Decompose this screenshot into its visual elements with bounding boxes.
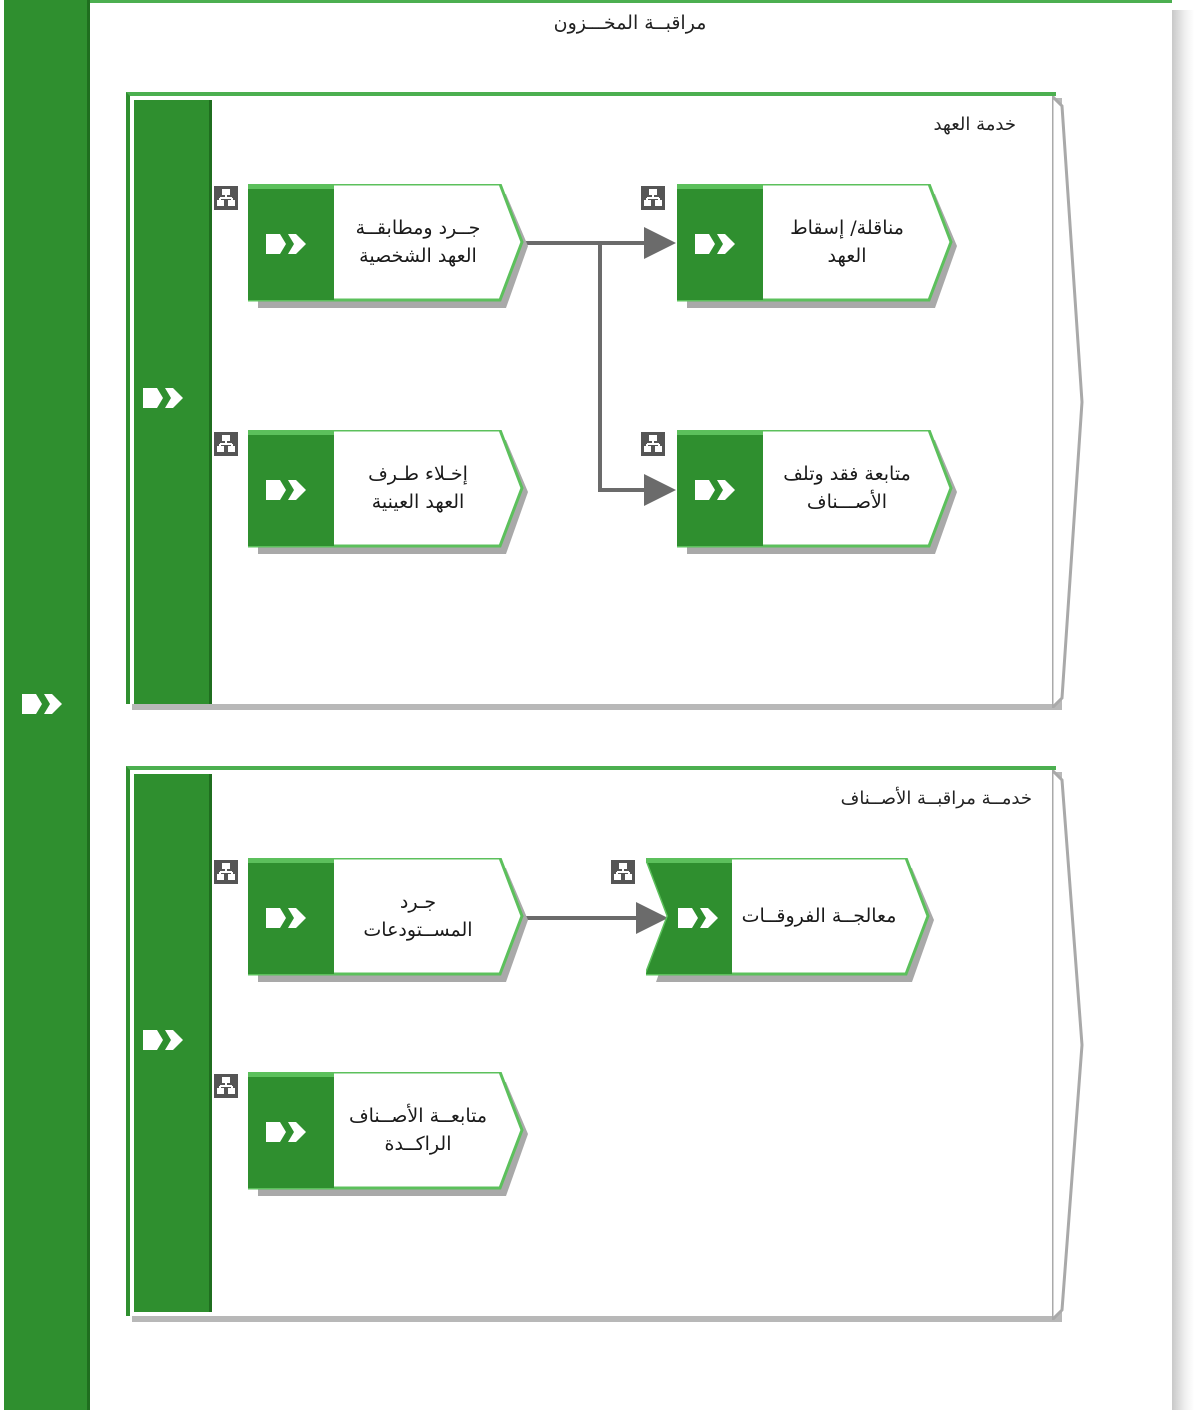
- process-box-shape: [677, 184, 957, 308]
- outer-shadow: [1172, 10, 1194, 1410]
- org-chart-icon[interactable]: [611, 860, 635, 884]
- org-chart-icon[interactable]: [214, 1074, 238, 1098]
- org-chart-icon[interactable]: [214, 186, 238, 210]
- org-chart-icon[interactable]: [641, 186, 665, 210]
- double-chevron-icon: [266, 480, 308, 504]
- process-box-shape: [646, 858, 934, 982]
- process-label: جـرد المســتودعات: [363, 891, 473, 941]
- process-label: متابعة فقد وتلف الأصـــناف: [783, 463, 911, 513]
- group-chevron-icon: [143, 388, 185, 412]
- process-box[interactable]: مناقلة/ إسقاط العهد: [677, 184, 959, 308]
- group-title: خدمة العهد: [933, 114, 1016, 135]
- process-box[interactable]: إخـلاء طـرف العهد العينية: [248, 430, 530, 554]
- connector-inventory-to-loss: [598, 243, 676, 506]
- double-chevron-icon: [266, 908, 308, 932]
- double-chevron-icon: [266, 1122, 308, 1146]
- process-box[interactable]: متابعة فقد وتلف الأصـــناف: [677, 430, 959, 554]
- process-label: إخـلاء طـرف العهد العينية: [368, 463, 468, 513]
- double-chevron-icon: [678, 908, 720, 932]
- process-box-shape: [248, 1072, 528, 1196]
- group-title: خدمــة مراقبــة الأصــناف: [840, 788, 1032, 809]
- group-chevron-icon: [143, 1030, 185, 1054]
- org-chart-icon[interactable]: [214, 432, 238, 456]
- group-service-custody-arrow-tip: [1052, 96, 1084, 708]
- process-box[interactable]: جـرد المســتودعات: [248, 858, 530, 982]
- double-chevron-icon: [695, 234, 737, 258]
- process-label: مناقلة/ إسقاط العهد: [790, 217, 904, 267]
- process-box-event[interactable]: معالجــة الفروقــات: [646, 858, 936, 982]
- org-chart-icon[interactable]: [214, 860, 238, 884]
- group-service-items-arrow-tip: [1052, 770, 1084, 1320]
- process-box-shape: [248, 430, 528, 554]
- process-box[interactable]: متابعــة الأصــناف الراكــدة: [248, 1072, 530, 1196]
- process-box-shape: [677, 430, 957, 554]
- outer-chevron-icon: [22, 694, 64, 718]
- process-box[interactable]: جــرد ومطابقــة العهد الشخصية: [248, 184, 530, 308]
- outer-process-bar: [4, 0, 90, 1410]
- outer-process-title: مراقبــة المخـــزون: [553, 12, 707, 34]
- process-label: جــرد ومطابقــة العهد الشخصية: [355, 217, 481, 267]
- double-chevron-icon: [266, 234, 308, 258]
- process-label: معالجــة الفروقــات: [741, 905, 897, 927]
- double-chevron-icon: [695, 480, 737, 504]
- process-label: متابعــة الأصــناف الراكــدة: [348, 1105, 488, 1155]
- process-box-shape: [248, 858, 528, 982]
- org-chart-icon[interactable]: [641, 432, 665, 456]
- process-box-shape: [248, 184, 528, 308]
